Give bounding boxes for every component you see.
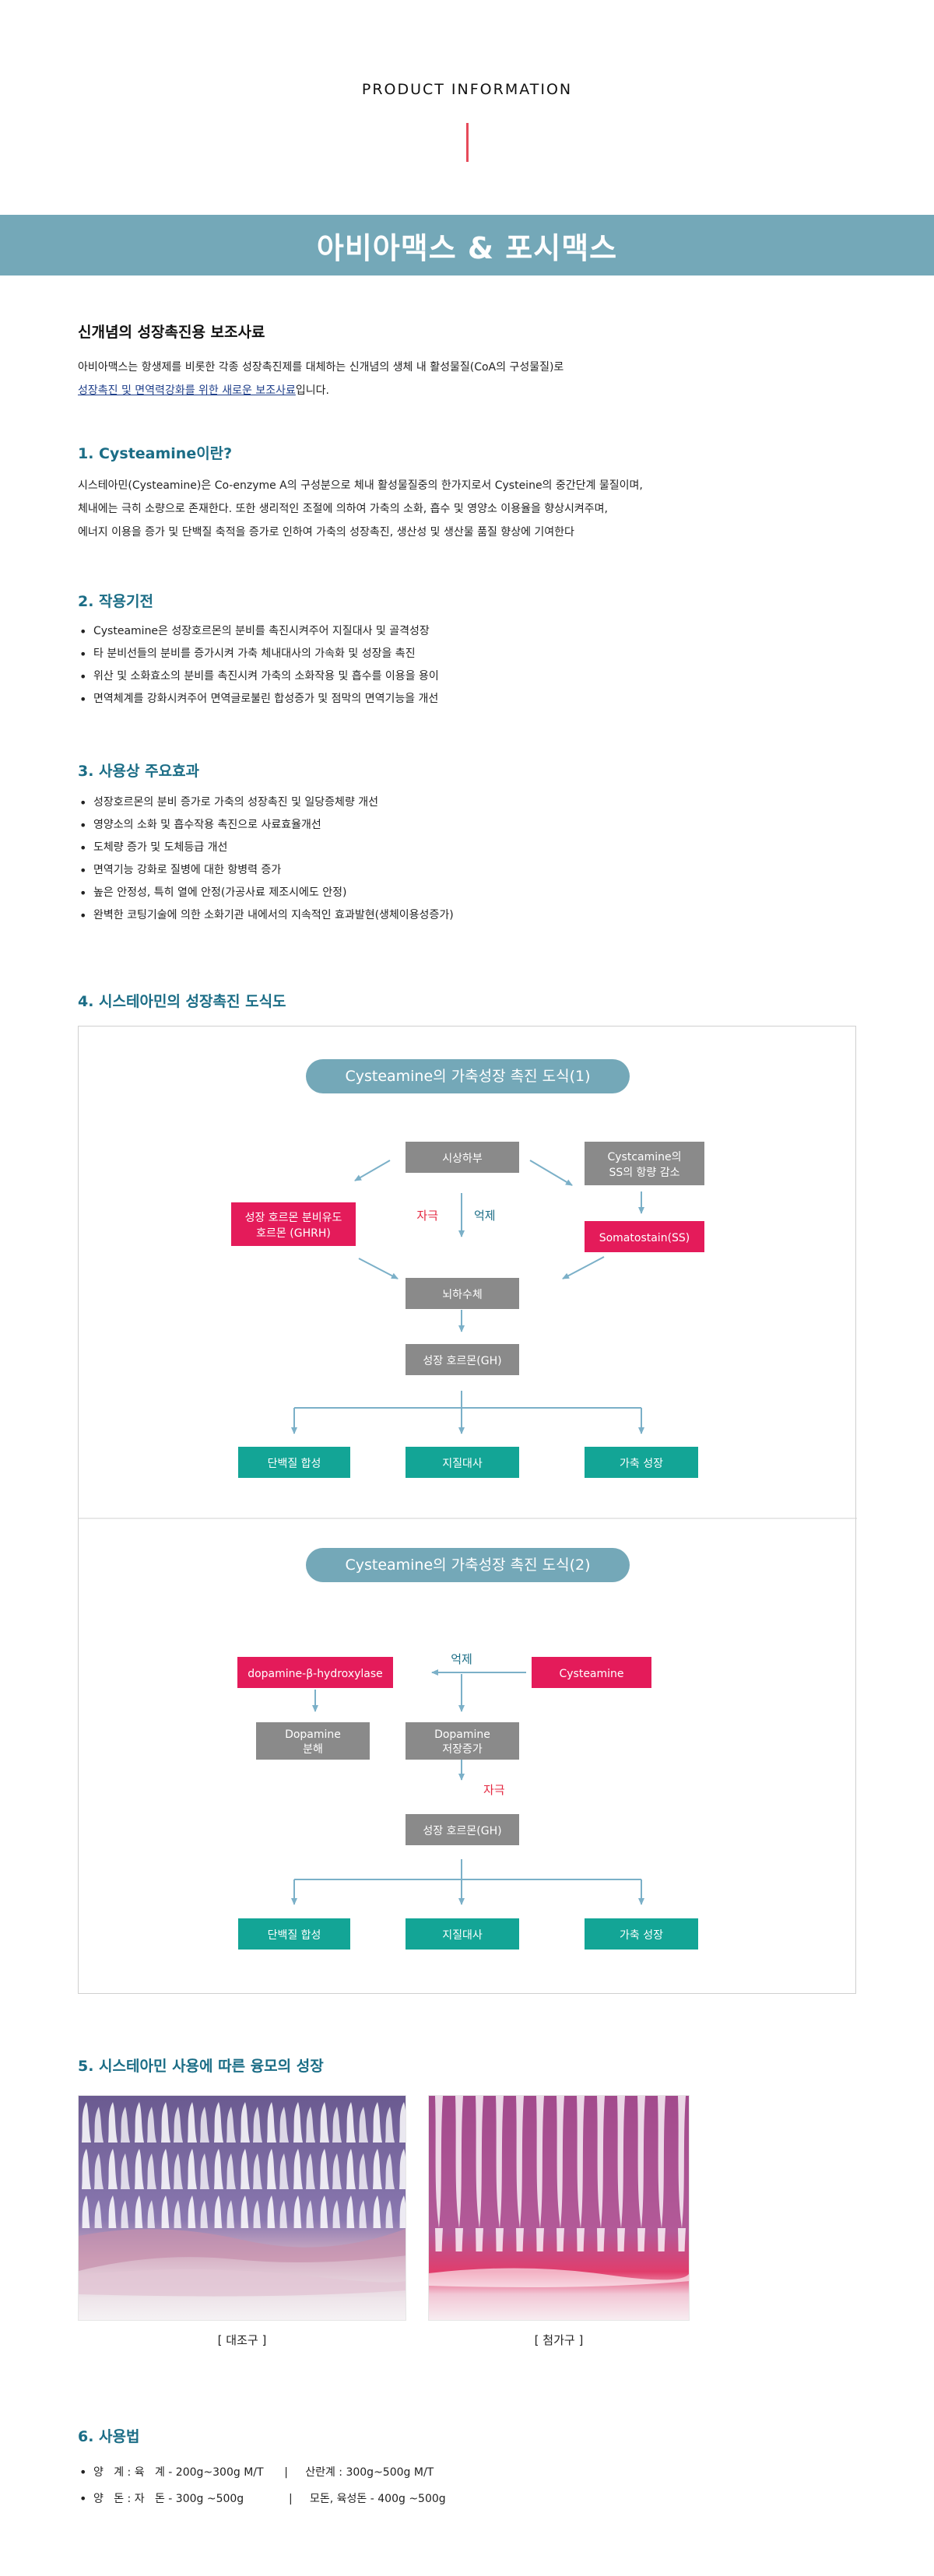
growth-diagram-box: Cysteamine의 가축성장 촉진 도식(1) 시상하부 Cystcamin… bbox=[78, 1026, 857, 1994]
control-caption: [ 대조구 ] bbox=[217, 2333, 267, 2347]
list-item: Cysteamine은 성장호르몬의 분비를 촉진시켜주어 지질대사 및 골격성… bbox=[78, 620, 856, 643]
list-item: 면역체계를 강화시켜주어 면역글로불린 합성증가 및 점막의 면역기능을 개선 bbox=[78, 688, 856, 711]
diagram-1-cystcamine-line2: SS의 항량 감소 bbox=[609, 1167, 679, 1179]
diagram-2-stimulate-label: 자극 bbox=[483, 1783, 505, 1797]
control-villi-image bbox=[78, 2095, 406, 2321]
banner-title: 아비아맥스 & 포시맥스 bbox=[316, 230, 618, 265]
diagram-1-title-pill bbox=[306, 1059, 630, 1093]
diagram-2-dopamine-decomp-line1: Dopamine bbox=[285, 1728, 341, 1741]
list-item: 영양소의 소화 및 흡수작용 촉진으로 사료효율개선 bbox=[78, 814, 856, 837]
diagram-2-dopamine-store-line1: Dopamine bbox=[434, 1728, 490, 1741]
diagram-2-dopamine-store-box bbox=[406, 1722, 519, 1760]
diagram-1-pituitary-box bbox=[406, 1278, 519, 1309]
usage-row-swine: 양 돈 : 자 돈 - 300g ~500g | 모돈, 육성돈 - 400g … bbox=[78, 2486, 856, 2512]
diagram-1-somatostatin: Somatostain(SS) bbox=[599, 1232, 690, 1244]
diagram-1-hypothalamus: 시상하부 bbox=[442, 1153, 483, 1165]
list-item: 높은 안정성, 특히 열에 안정(가공사료 제조시에도 안정) bbox=[78, 882, 856, 904]
treatment-caption: [ 첨가구 ] bbox=[534, 2333, 584, 2347]
diagram-2-output-3: 가축 성장 bbox=[620, 1929, 663, 1942]
diagram-2-cysteamine: Cysteamine bbox=[559, 1668, 623, 1680]
diagram-1-ghrh-box bbox=[231, 1202, 356, 1246]
diagram-2-output-2-box bbox=[406, 1918, 519, 1950]
list-item: 타 분비선들의 분비를 증가시켜 가축 체내대사의 가속화 및 성장을 촉진 bbox=[78, 643, 856, 665]
diagram-1-cystcamine-box bbox=[585, 1142, 704, 1185]
diagram-1-output-1: 단백질 합성 bbox=[268, 1458, 321, 1470]
usage-list: 양 계 : 육 계 - 200g~300g M/T | 산란계 : 300g~5… bbox=[78, 2459, 856, 2512]
section-1-line: 시스테아민(Cysteamine)은 Co-enzyme A의 구성분으로 체내… bbox=[78, 479, 643, 492]
diagram-1-hypothalamus-box bbox=[406, 1142, 519, 1173]
diagram-2-gh: 성장 호르몬(GH) bbox=[423, 1825, 501, 1837]
section-2-title: 2. 작용기전 bbox=[78, 593, 153, 610]
diagram-1-inhibit-label: 억제 bbox=[474, 1209, 496, 1223]
section-1-body: 시스테아민(Cysteamine)은 Co-enzyme A의 구성분으로 체내… bbox=[78, 474, 856, 544]
section-4-title: 4. 시스테아민의 성장촉진 도식도 bbox=[78, 993, 286, 1010]
intro-line-1: 아비아맥스는 항생제를 비롯한 각종 성장촉진제를 대체하는 신개념의 생체 내… bbox=[78, 361, 564, 374]
section-1-title: 1. Cysteamine이란? bbox=[78, 445, 233, 462]
product-banner: 아비아맥스 & 포시맥스 bbox=[0, 215, 934, 275]
diagram-1-somatostatin-box bbox=[585, 1221, 704, 1252]
list-item: 면역기능 강화로 질병에 대한 항병력 증가 bbox=[78, 859, 856, 882]
diagram-2-title: Cysteamine의 가축성장 촉진 도식(2) bbox=[345, 1556, 590, 1574]
section-2-list: Cysteamine은 성장호르몬의 분비를 촉진시켜주어 지질대사 및 골격성… bbox=[78, 620, 856, 711]
diagram-1-output-2: 지질대사 bbox=[442, 1458, 483, 1470]
diagram-2-title-pill bbox=[306, 1548, 630, 1582]
diagram-2-enzyme: dopamine-β-hydroxylase bbox=[248, 1668, 383, 1680]
diagram-1-output-2-box bbox=[406, 1447, 519, 1478]
diagram-1-output-3-box bbox=[585, 1447, 698, 1478]
section-3-list: 성장호르몬의 분비 증가로 가축의 성장촉진 및 일당증체량 개선 영양소의 소… bbox=[78, 791, 856, 927]
diagram-2-inhibit-label: 억제 bbox=[451, 1652, 472, 1666]
diagram-1-cystcamine-line1: Cystcamine의 bbox=[607, 1151, 681, 1163]
diagram-2-cysteamine-box bbox=[532, 1657, 651, 1688]
diagram-2-dopamine-decomp-box bbox=[256, 1722, 370, 1760]
diagram-1-pituitary: 뇌하수체 bbox=[442, 1289, 483, 1301]
intro-highlight-text: 성장촉진 및 면역력강화를 위한 새로운 보조사료 bbox=[78, 384, 296, 397]
list-item: 완벽한 코팅기술에 의한 소화기관 내에서의 지속적인 효과발현(생체이용성증가… bbox=[78, 904, 856, 927]
diagram-2-output-2: 지질대사 bbox=[442, 1929, 483, 1942]
diagram-1-ghrh-line1: 성장 호르몬 분비유도 bbox=[245, 1212, 342, 1224]
header-divider-line bbox=[466, 123, 469, 162]
section-1-line: 에너지 이용을 증가 및 단백질 축적을 증가로 인하여 가축의 성장촉진, 생… bbox=[78, 526, 574, 539]
diagram-2-enzyme-box bbox=[237, 1657, 393, 1688]
diagram-2-output-3-box bbox=[585, 1918, 698, 1950]
list-item: 성장호르몬의 분비 증가로 가축의 성장촉진 및 일당증체량 개선 bbox=[78, 791, 856, 814]
diagram-2-output-1-box bbox=[238, 1918, 350, 1950]
intro-line-2-rest: 입니다. bbox=[295, 384, 329, 397]
diagram-2-output-1: 단백질 합성 bbox=[268, 1929, 321, 1942]
growth-diagram-svg: Cysteamine의 가축성장 촉진 도식(1) 시상하부 Cystcamin… bbox=[79, 1059, 857, 1950]
diagram-2-dopamine-store-line2: 저장증가 bbox=[442, 1743, 483, 1756]
section-6-title: 6. 사용법 bbox=[78, 2428, 140, 2445]
diagram-1-title: Cysteamine의 가축성장 촉진 도식(1) bbox=[345, 1068, 590, 1085]
list-item: 도체량 증가 및 도체등급 개선 bbox=[78, 837, 856, 859]
intro-line-2: 성장촉진 및 면역력강화를 위한 새로운 보조사료입니다. bbox=[78, 379, 856, 402]
diagram-2-dopamine-decomp-line2: 분해 bbox=[303, 1743, 323, 1756]
treatment-villi-image bbox=[428, 2095, 690, 2321]
diagram-2-gh-box bbox=[406, 1814, 519, 1845]
diagram-1-stimulate-label: 자극 bbox=[416, 1209, 438, 1223]
diagram-1-gh-box bbox=[406, 1344, 519, 1375]
diagram-1-gh: 성장 호르몬(GH) bbox=[423, 1355, 501, 1367]
intro-section: 신개념의 성장촉진용 보조사료 아비아맥스는 항생제를 비롯한 각종 성장촉진제… bbox=[78, 321, 856, 402]
intro-heading: 신개념의 성장촉진용 보조사료 bbox=[78, 324, 265, 341]
usage-row-poultry: 양 계 : 육 계 - 200g~300g M/T | 산란계 : 300g~5… bbox=[78, 2459, 856, 2486]
section-1-line: 체내에는 극히 소량으로 존재한다. 또한 생리적인 조절에 의하여 가축의 소… bbox=[78, 503, 609, 515]
list-item: 위산 및 소화효소의 분비를 촉진시켜 가축의 소화작용 및 흡수를 이용을 용… bbox=[78, 665, 856, 688]
section-5-title: 5. 시스테아민 사용에 따른 융모의 성장 bbox=[78, 2058, 324, 2075]
diagram-1-ghrh-line2: 호르몬 (GHRH) bbox=[256, 1227, 331, 1240]
diagram-1-output-1-box bbox=[238, 1447, 350, 1478]
section-3-title: 3. 사용상 주요효과 bbox=[78, 763, 200, 780]
diagram-1-output-3: 가축 성장 bbox=[620, 1458, 663, 1470]
product-info-title: PRODUCT INFORMATION bbox=[361, 81, 573, 98]
